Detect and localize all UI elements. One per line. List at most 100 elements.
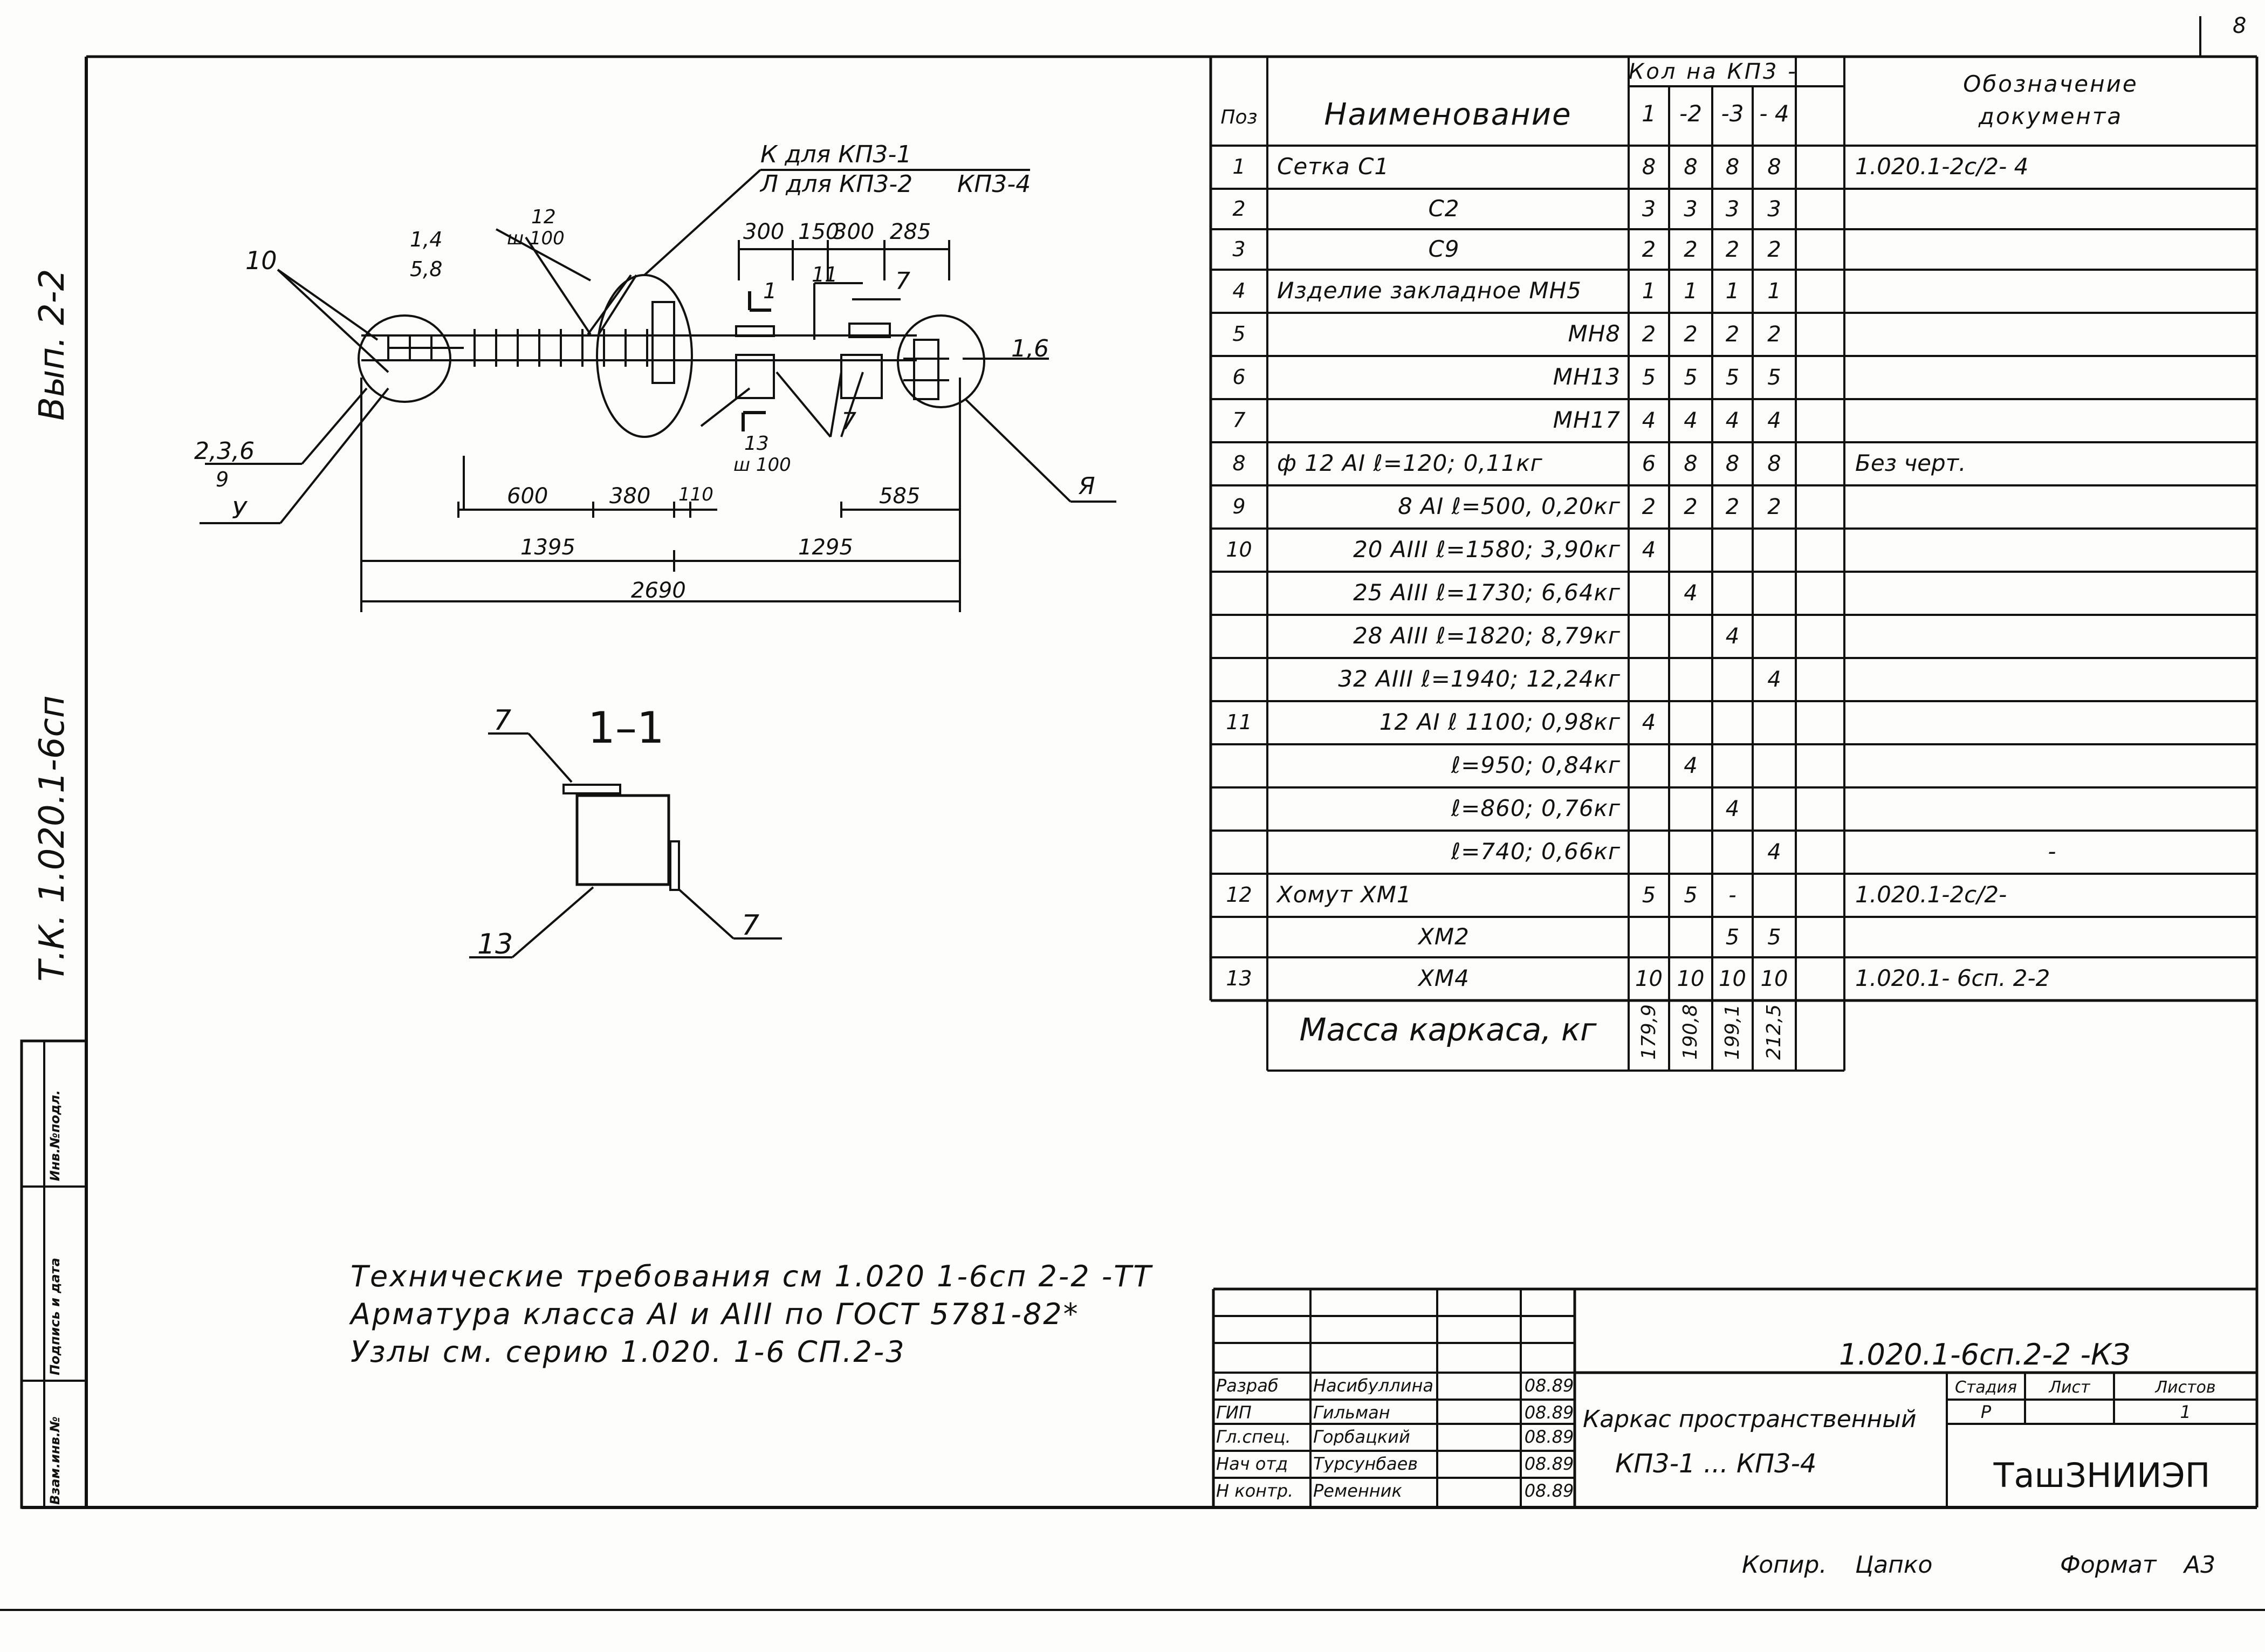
spec-row-qty-4: 4 <box>1767 840 1781 865</box>
spec-row-qty-3: 8 <box>1725 451 1740 476</box>
spec-row-qty-4: 10 <box>1760 966 1788 991</box>
leader-pos-11: 11 <box>812 263 838 286</box>
signature-date: 08.89 <box>1524 1482 1574 1499</box>
spec-row-name: 8 АI ℓ=500, 0,20кг <box>1398 493 1621 519</box>
spec-row-qty-4: 2 <box>1767 322 1781 347</box>
dim-2690: 2690 <box>631 578 686 603</box>
spec-row-qty-2: 10 <box>1677 966 1705 991</box>
th-qty-2: -2 <box>1679 100 1702 127</box>
th-name: Наименование <box>1324 97 1572 132</box>
organization: ТашЗНИИЭП <box>1993 1456 2211 1495</box>
signature-name: Насибуллина <box>1313 1377 1433 1394</box>
spec-row-pos: 13 <box>1226 966 1252 990</box>
note-reinforcement-class: Арматура класса АI и АIII по ГОСТ 5781-8… <box>351 1297 1080 1331</box>
th-qty-1: 1 <box>1642 100 1656 127</box>
copied-label: Копир. <box>1742 1551 1827 1579</box>
spec-row-pos: 6 <box>1232 365 1246 389</box>
spec-row-pos: 1 <box>1232 155 1246 179</box>
spec-row-qty-1: 4 <box>1642 710 1656 735</box>
spec-row-doc: 1.020.1- 6сп. 2-2 <box>1855 965 2050 991</box>
spec-row-pos: 9 <box>1232 495 1246 518</box>
signature-name: Горбацкий <box>1313 1428 1410 1445</box>
doc-code: 1.020.1-6сп.2-2 -КЗ <box>1839 1338 2130 1372</box>
spec-row-qty-2: 1 <box>1684 279 1698 304</box>
mass-value-3: 199,1 <box>1721 1004 1744 1060</box>
th-qty-3: -3 <box>1721 100 1744 127</box>
dim-300-a: 300 <box>743 220 785 244</box>
spec-row-pos: 4 <box>1232 279 1246 303</box>
spec-row-name: МН8 <box>1568 320 1621 347</box>
leader-node-ya: Я <box>1079 472 1095 500</box>
spec-row-qty-3: 5 <box>1725 925 1740 950</box>
spec-row-qty-3: 5 <box>1725 365 1740 390</box>
note-nodes-series: Узлы см. серию 1.020. 1-6 СП.2-3 <box>351 1335 906 1369</box>
mass-value-1: 179,9 <box>1637 1004 1660 1060</box>
signature-name: Гильман <box>1313 1404 1390 1421</box>
spec-row-pos: 11 <box>1226 710 1252 734</box>
format-label: Формат <box>2060 1551 2157 1579</box>
spec-row-pos: 10 <box>1226 538 1252 561</box>
spec-row-qty-4: 4 <box>1767 408 1781 433</box>
dim-600: 600 <box>507 484 548 509</box>
spec-row-qty-4: 2 <box>1767 237 1781 262</box>
spec-row-qty-3: 8 <box>1725 155 1740 180</box>
leader-kp3-4: КП3-4 <box>957 170 1031 198</box>
spec-row-name: МН17 <box>1553 407 1621 433</box>
dim-285: 285 <box>890 220 931 244</box>
spec-row-name: Хомут ХМ1 <box>1277 881 1412 908</box>
th-designation-1: Обозначение <box>1963 71 2138 97</box>
spec-row-name: ℓ=860; 0,76кг <box>1451 795 1621 821</box>
signature-name: Ременник <box>1313 1482 1402 1499</box>
spec-row-qty-3: - <box>1728 883 1736 908</box>
spec-row-name: 20 АIII ℓ=1580; 3,90кг <box>1353 536 1621 563</box>
leader-bar-13: 13 <box>744 433 769 455</box>
drawing-title-1: Каркас пространственный <box>1583 1406 1917 1433</box>
cage-plan-view <box>200 169 1116 612</box>
format-value: А3 <box>2184 1551 2216 1579</box>
spec-row-qty-4: 5 <box>1767 925 1781 950</box>
stage-label: Стадия <box>1954 1378 2017 1397</box>
spec-row-name: МН13 <box>1553 364 1621 390</box>
spec-row-name: С9 <box>1428 236 1460 262</box>
spec-row-name: ХМ2 <box>1418 923 1470 950</box>
signature-role: Разраб <box>1216 1377 1279 1394</box>
spec-row-qty-2: 2 <box>1684 322 1698 347</box>
section-cut-mark: 1 <box>763 279 777 304</box>
spec-row-name: ℓ=740; 0,66кг <box>1451 838 1621 865</box>
dim-110: 110 <box>678 484 713 505</box>
signature-name: Турсунбаев <box>1313 1455 1418 1472</box>
spec-row-qty-2: 5 <box>1684 365 1698 390</box>
section-label-7-top: 7 <box>493 704 512 737</box>
spec-row-name: 12 АI ℓ 1100; 0,98кг <box>1379 709 1621 735</box>
spec-row-name: С2 <box>1428 195 1460 222</box>
spec-row-name: ℓ=950; 0,84кг <box>1451 752 1621 778</box>
spec-row-qty-4: 3 <box>1767 197 1781 222</box>
stamp-label-inv: Инв.№подл. <box>47 1090 63 1181</box>
signature-role: Нач отд <box>1216 1455 1288 1472</box>
stamp-column-frame <box>20 1039 88 1509</box>
th-qty-group: Кол на КП3 - <box>1629 59 1798 84</box>
signature-date: 08.89 <box>1524 1377 1574 1394</box>
spec-row-pos: 12 <box>1226 883 1252 907</box>
spec-row-qty-2: 4 <box>1684 408 1698 433</box>
spec-row-qty-2: 8 <box>1684 155 1698 180</box>
corner-mark: 8 <box>2233 13 2247 38</box>
side-label-issue: Вып. 2-2 <box>32 269 72 421</box>
spec-row-qty-3: 3 <box>1725 197 1740 222</box>
spec-row-qty-3: 1 <box>1725 279 1740 304</box>
sheets-label: Листов <box>2155 1378 2216 1397</box>
spec-row-qty-3: 4 <box>1725 797 1740 821</box>
spec-row-name: 32 АIII ℓ=1940; 12,24кг <box>1338 666 1621 692</box>
section-label-7-right: 7 <box>742 909 760 942</box>
leader-pos-9: 9 <box>216 468 229 491</box>
dim-300-b: 300 <box>833 220 875 244</box>
spec-table-grid <box>1209 57 2257 1072</box>
signature-role: Н контр. <box>1216 1482 1294 1499</box>
leader-node-u: У <box>232 497 246 524</box>
spec-row-pos: 8 <box>1232 451 1246 475</box>
leader-pos-5-8: 5,8 <box>410 257 443 281</box>
spec-row-qty-3: 2 <box>1725 237 1740 262</box>
spec-row-qty-1: 6 <box>1642 451 1656 476</box>
